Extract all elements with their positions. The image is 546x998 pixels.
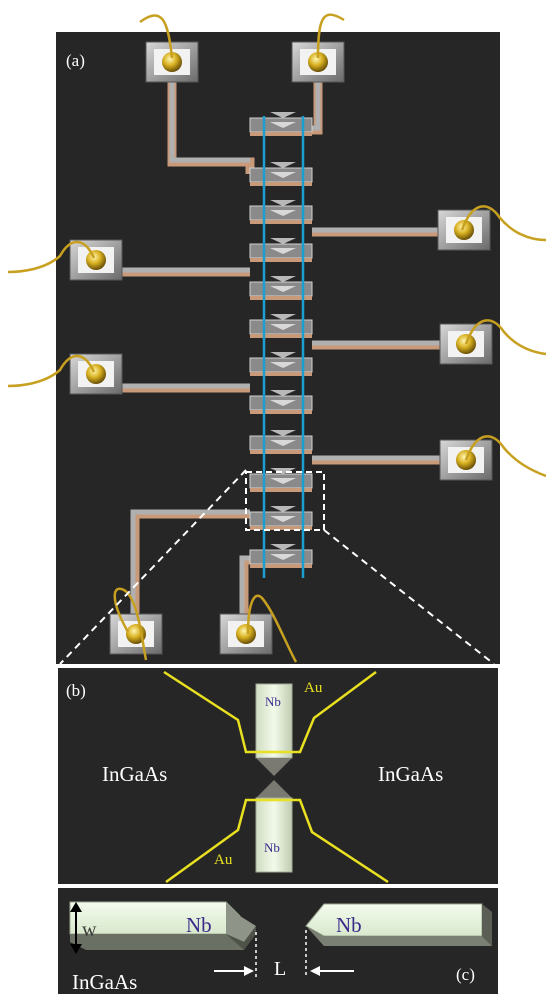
lower-nb-bar <box>256 780 292 872</box>
panel-b: (b) InGaAs InGaAs Nb Nb Au Au <box>58 668 498 884</box>
panel-b-label: (b) <box>66 681 86 700</box>
panel-c-label: (c) <box>456 965 475 984</box>
panel-a: (a) <box>8 15 546 664</box>
lower-au-label: Au <box>214 852 233 868</box>
right-nb-bar <box>306 904 492 946</box>
upper-au-label: Au <box>304 680 323 696</box>
gold-ball-bond <box>236 624 256 644</box>
gold-ball-bond <box>86 250 106 270</box>
bond-pad <box>438 210 490 250</box>
upper-nb-label: Nb <box>265 694 281 709</box>
substrate-label: InGaAs <box>72 970 137 994</box>
bond-pad <box>220 614 272 654</box>
panel-a-label: (a) <box>66 51 85 70</box>
left-nb-bar <box>70 902 256 950</box>
right-ingaas-label: InGaAs <box>378 762 443 786</box>
bond-pad <box>70 240 122 280</box>
panel-c: w Nb Nb L InGaAs (c) <box>58 888 498 994</box>
gap-symbol: L <box>274 958 286 980</box>
right-nb-label: Nb <box>336 913 362 937</box>
gold-ball-bond <box>86 364 106 384</box>
left-nb-label: Nb <box>186 913 212 937</box>
left-ingaas-label: InGaAs <box>102 762 167 786</box>
bond-pad <box>110 614 162 654</box>
lower-nb-label: Nb <box>264 840 280 855</box>
bond-pad <box>70 354 122 394</box>
width-symbol: w <box>82 919 97 941</box>
